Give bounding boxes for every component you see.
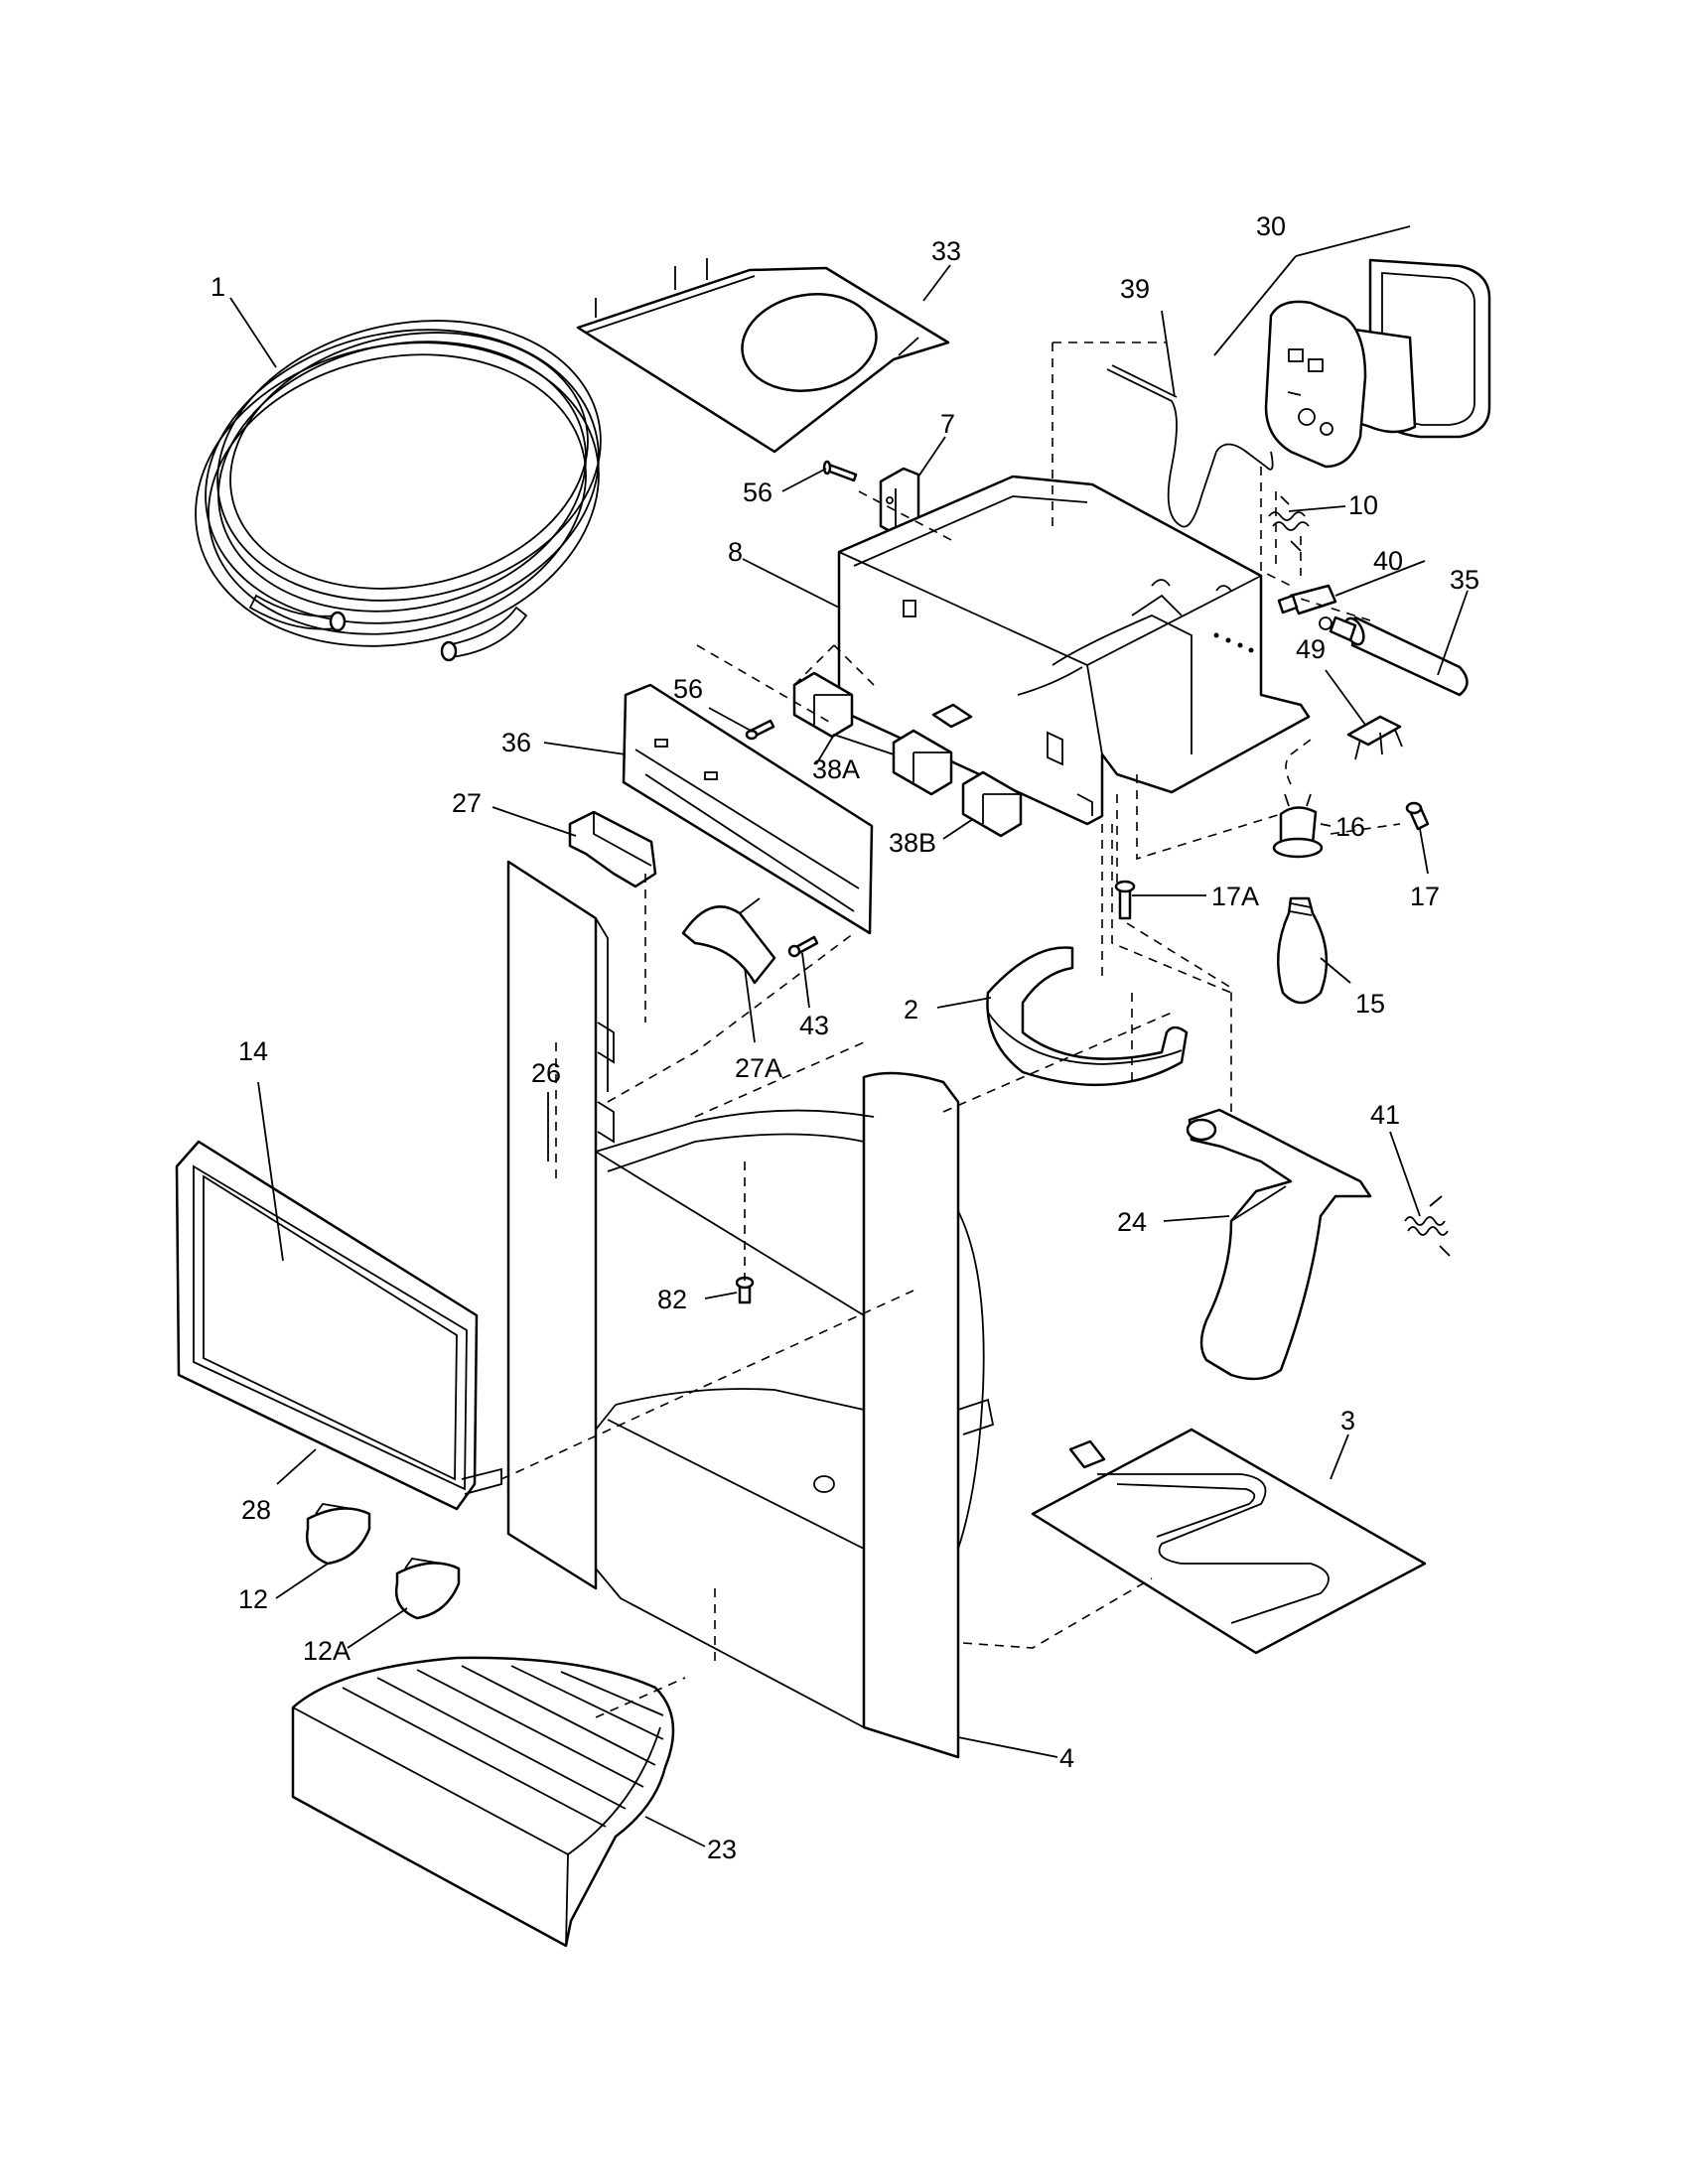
callout-39: 39 [1120, 274, 1150, 304]
callout-10: 10 [1348, 490, 1378, 520]
part-4-main-housing [506, 860, 995, 1759]
callout-38a: 38A [812, 754, 860, 784]
part-12-clip [305, 1503, 371, 1566]
part-49-bracket [1346, 715, 1403, 760]
callout-2: 2 [904, 995, 918, 1024]
part-3-heater-pad [1031, 1428, 1427, 1655]
callout-33: 33 [931, 236, 961, 266]
callout-41: 41 [1370, 1100, 1400, 1130]
part-82-screw [735, 1276, 755, 1304]
callout-40: 40 [1373, 546, 1403, 576]
callout-3: 3 [1340, 1406, 1355, 1435]
part-27-clip [568, 810, 657, 888]
part-41-spring [1404, 1195, 1451, 1257]
part-56-screw-lower [745, 719, 775, 741]
callout-7: 7 [940, 409, 955, 439]
part-33-top-plate [576, 258, 950, 454]
part-35-actuator [1319, 615, 1469, 697]
callout-27: 27 [452, 788, 482, 818]
callout-56-upper: 56 [743, 478, 772, 507]
part-38a-switch-upper [792, 671, 854, 739]
alignment-lines [500, 341, 1401, 1718]
callout-14: 14 [238, 1036, 268, 1066]
part-2-ring-bezel [986, 946, 1189, 1087]
callout-labels: 1 2 3 4 7 8 10 12 12A 14 15 16 17 17A 23… [210, 211, 1479, 1864]
part-30-cover-assembly [1264, 258, 1491, 469]
callout-27a: 27A [735, 1053, 782, 1083]
part-28-panel-frame [175, 1140, 502, 1511]
callout-4: 4 [1059, 1743, 1074, 1773]
callout-1: 1 [210, 272, 225, 302]
callout-38b: 38B [889, 828, 936, 858]
part-17-screw [1405, 801, 1430, 831]
callout-23: 23 [707, 1835, 737, 1864]
part-40-connector [1277, 584, 1337, 615]
callout-82: 82 [657, 1285, 687, 1314]
callout-12a: 12A [303, 1636, 351, 1666]
part-23-drip-tray [291, 1656, 675, 1948]
callout-43: 43 [799, 1011, 829, 1040]
callout-12: 12 [238, 1584, 268, 1614]
callout-15: 15 [1355, 989, 1385, 1019]
part-27a-bracket [681, 897, 776, 985]
part-7-switch [879, 467, 920, 536]
callout-56-lower: 56 [673, 674, 703, 704]
part-14-panel [203, 1174, 458, 1481]
callout-24: 24 [1117, 1207, 1147, 1237]
part-36-front-plate [622, 683, 874, 935]
part-38b-switch [961, 770, 1023, 838]
leader-lines [229, 225, 1469, 1847]
callout-35: 35 [1450, 565, 1479, 595]
callout-28: 28 [241, 1495, 271, 1525]
part-56-screw-upper [822, 460, 858, 482]
callout-17a: 17A [1211, 882, 1259, 911]
part-38a-switch-lower [892, 703, 973, 796]
part-17a-screw [1114, 880, 1136, 920]
part-39-wire-actuator [1106, 364, 1274, 528]
part-10-spring [1268, 495, 1310, 552]
part-15-bulb [1276, 896, 1329, 1005]
callout-36: 36 [501, 728, 531, 757]
part-16-lamp-socket [1272, 793, 1324, 859]
callout-30: 30 [1256, 211, 1286, 241]
part-1-tubing-coil [195, 320, 602, 662]
callout-17: 17 [1410, 882, 1440, 911]
callout-49: 49 [1296, 634, 1326, 664]
callout-8: 8 [728, 537, 743, 567]
part-24-dispenser-paddle [1186, 1108, 1372, 1381]
part-12a-clip [394, 1558, 461, 1620]
part-8-housing [837, 475, 1311, 826]
part-43-screw [787, 935, 819, 958]
callout-26: 26 [531, 1058, 561, 1088]
callout-16: 16 [1335, 812, 1365, 842]
